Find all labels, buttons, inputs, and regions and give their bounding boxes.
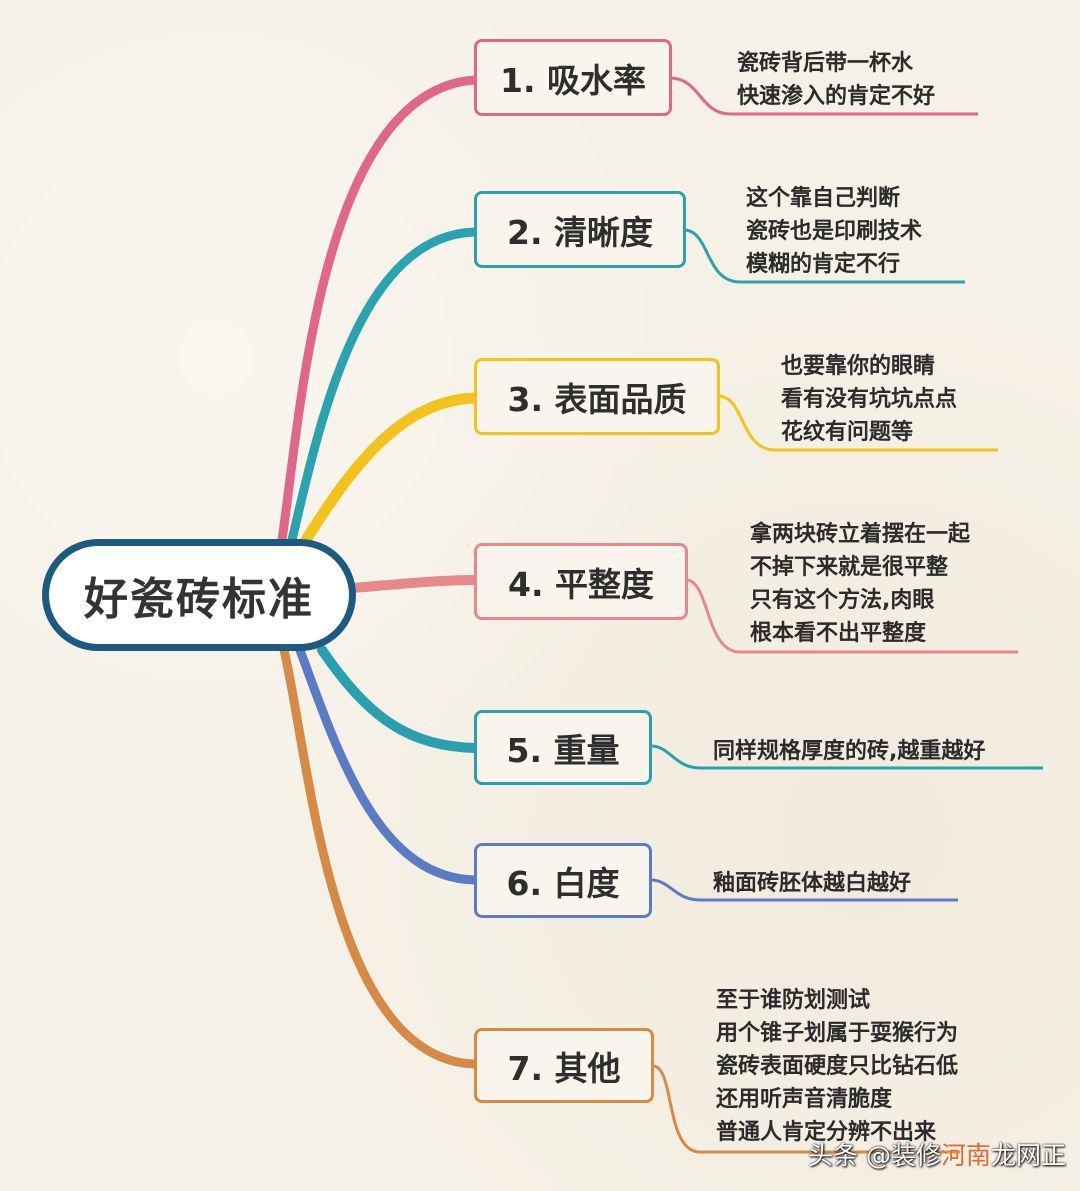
note-weight: 同样规格厚度的砖,越重越好 bbox=[713, 739, 986, 764]
note-line-2 bbox=[683, 228, 965, 284]
topic-node-flatness: 4. 平整度 bbox=[474, 543, 688, 620]
branch-line-5 bbox=[317, 645, 480, 753]
branch-line-1 bbox=[277, 75, 480, 545]
note-clarity: 这个靠自己判断 瓷砖也是印刷技术 模糊的肯定不行 bbox=[746, 186, 923, 277]
topic-node-weight: 5. 重量 bbox=[474, 710, 652, 785]
watermark: 头条 @装修河南龙网正 bbox=[808, 1141, 1066, 1170]
topic-node-other: 7. 其他 bbox=[474, 1028, 654, 1103]
topic-node-clarity: 2. 清晰度 bbox=[474, 191, 686, 268]
note-line-1 bbox=[669, 76, 978, 116]
note-line-6 bbox=[650, 878, 958, 902]
note-line-5 bbox=[650, 744, 1043, 770]
topic-node-surface-quality: 3. 表面品质 bbox=[474, 358, 720, 435]
note-line-3 bbox=[717, 394, 998, 452]
branch-line-6 bbox=[295, 645, 480, 885]
root-label: 好瓷砖标准 bbox=[84, 574, 314, 625]
branch-line-2 bbox=[287, 227, 480, 545]
note-water-absorption: 瓷砖背后带一杯水 快速渗入的肯定不好 bbox=[737, 51, 936, 109]
note-whiteness: 釉面砖胚体越白越好 bbox=[713, 871, 912, 896]
topic-node-whiteness: 6. 白度 bbox=[474, 843, 652, 918]
note-surface-quality: 也要靠你的眼睛 看有没有坑坑点点 花纹有问题等 bbox=[781, 354, 958, 445]
note-flatness: 拿两块砖立着摆在一起 不掉下来就是很平整 只有这个方法,肉眼 根本看不出平整度 bbox=[750, 522, 971, 646]
branch-line-4 bbox=[347, 575, 480, 593]
root-topic: 好瓷砖标准 bbox=[42, 539, 356, 651]
branch-line-3 bbox=[300, 392, 481, 546]
topic-node-water-absorption: 1. 吸水率 bbox=[474, 39, 672, 116]
note-line-4 bbox=[685, 578, 1018, 654]
branch-line-7 bbox=[279, 645, 480, 1069]
note-line-7 bbox=[652, 1064, 960, 1154]
note-other: 至于谁防划测试 用个锥子划属于耍猴行为 瓷砖表面硬度只比钻石低 还用听声音清脆度… bbox=[716, 988, 959, 1145]
